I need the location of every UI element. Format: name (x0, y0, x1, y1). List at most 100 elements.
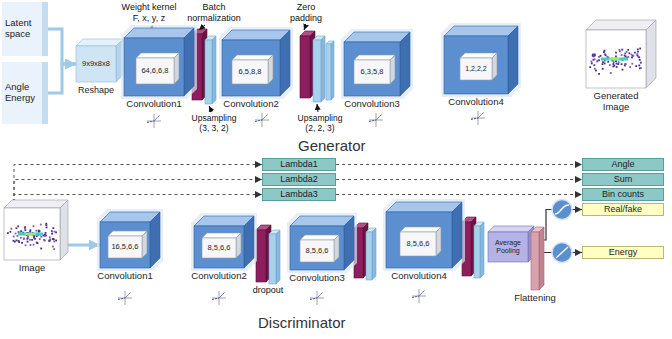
hit-dot (52, 227, 54, 229)
cube-front (290, 226, 344, 270)
hit-dot (628, 52, 630, 54)
hit-dot (52, 246, 54, 248)
icon-curve (412, 290, 425, 298)
hit-dot (17, 225, 19, 227)
hit-dot (621, 63, 623, 65)
hit-dot (591, 63, 593, 65)
hit-dot (49, 240, 51, 242)
icon-curve (147, 115, 160, 123)
cube-halo (219, 27, 293, 99)
hit-dot (33, 244, 35, 246)
kernel-cube: 64,6,6,8 (136, 58, 174, 84)
hit-dot (18, 241, 20, 243)
output-box: Angle (582, 158, 664, 171)
hit-dot (40, 236, 42, 238)
annotation-label: Upsampling (2, 2, 3) (294, 113, 346, 133)
hit-dot (7, 232, 9, 234)
node-caption: Convolution4 (391, 271, 446, 282)
connector (336, 194, 582, 195)
hit-dot (30, 244, 32, 246)
hit-dot (636, 53, 638, 55)
hit-dot (51, 230, 53, 232)
cube-side (142, 231, 147, 258)
cube-top (488, 226, 534, 232)
hit-dot (616, 66, 618, 68)
activation-circle (552, 200, 572, 220)
hit-dot (624, 55, 626, 57)
upsampling-slab (313, 36, 325, 102)
hit-dot (637, 51, 639, 53)
core-streak (25, 233, 35, 235)
convolution-block: Convolution41,2,2,2 (444, 36, 508, 94)
section-title: Discriminator (258, 314, 346, 332)
hit-dot (615, 56, 617, 58)
node-text: Lambda3 (280, 189, 318, 199)
output-box: Lambda1 (262, 158, 336, 171)
cube-top (444, 26, 518, 36)
hit-dot (25, 244, 27, 246)
cube-top (136, 53, 179, 58)
icon-curve (471, 112, 484, 120)
hit-dot (634, 52, 636, 54)
node-caption: Flattening (514, 293, 556, 304)
hit-dot (53, 248, 55, 250)
cube-side (400, 32, 410, 96)
upsampling-slab (205, 36, 216, 104)
hit-dot (612, 63, 614, 65)
hit-dot (16, 240, 18, 242)
icon-curve (310, 292, 323, 300)
cube-front (108, 236, 142, 258)
hit-dot (590, 61, 592, 63)
node-text: 1,2,2,2 (465, 65, 486, 73)
convolution-block: Convolution26,5,8,8 (222, 40, 280, 96)
cube-side (174, 53, 179, 84)
sigmoid-symbol (552, 200, 572, 220)
hit-dot (45, 223, 47, 225)
node-caption: Convolution2 (223, 99, 278, 110)
hit-dot (639, 48, 641, 50)
cube-front (232, 60, 268, 84)
cube-halo (341, 29, 413, 99)
cube-side (539, 227, 544, 290)
hit-dot (49, 236, 51, 238)
hit-dot (55, 240, 57, 242)
hit-dot (600, 55, 602, 57)
cube-side (646, 20, 656, 88)
hit-dot (21, 242, 23, 244)
cube-side (236, 233, 241, 258)
hit-dot (9, 231, 11, 233)
cube-front (313, 40, 321, 102)
hit-dot (609, 64, 611, 66)
cube-halo (383, 199, 465, 271)
hit-dot (20, 230, 22, 232)
node-caption: Convolution1 (126, 99, 181, 110)
hit-dot (637, 48, 639, 50)
hit-dot (596, 60, 598, 62)
hit-dot (624, 53, 626, 55)
activation-icon (471, 111, 485, 125)
cube-front (400, 232, 436, 256)
hit-dot (638, 65, 640, 67)
hit-dot (39, 238, 41, 240)
hit-dot (607, 61, 609, 63)
cube-side (344, 216, 354, 270)
hit-dot (631, 56, 633, 58)
upsampling-slab (366, 228, 376, 280)
hit-dot (44, 240, 46, 242)
hit-dot (602, 61, 604, 63)
annotation-label: Upsampling (3, 3, 2) (188, 113, 240, 133)
hit-dot (40, 224, 42, 226)
node-text: Angle Energy (5, 82, 39, 104)
cube-side (268, 55, 273, 84)
icon-curve (118, 292, 131, 300)
hit-dot (589, 66, 591, 68)
hit-dot (613, 61, 615, 63)
cube-side (508, 26, 518, 94)
hit-dot (639, 67, 641, 69)
cube-side (331, 41, 334, 100)
cube-front (366, 232, 372, 280)
node-text: Sum (614, 174, 633, 184)
hit-dot (640, 62, 642, 64)
convolution-block: Convolution48,5,6,6 (386, 212, 452, 268)
pooling-block: Average Pooling (488, 232, 528, 262)
